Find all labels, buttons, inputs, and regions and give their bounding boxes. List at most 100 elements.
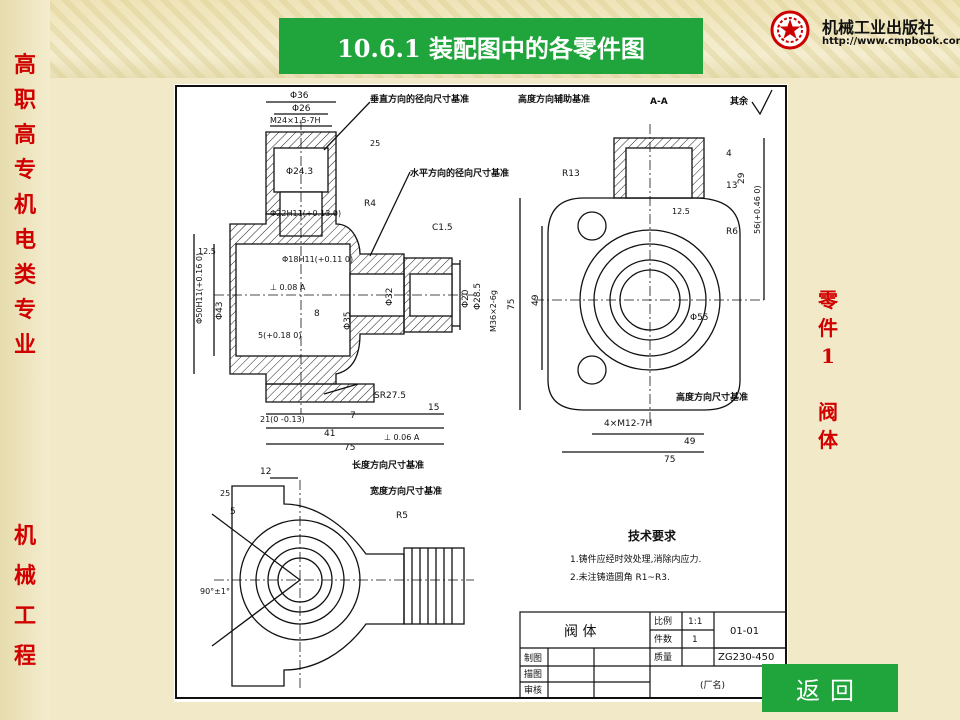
dim-d35: Φ35 — [343, 311, 353, 330]
side-char: 程 — [13, 643, 36, 669]
dim-m12: 4×M12-7H — [604, 419, 652, 429]
title-block-material: ZG230-450 — [718, 652, 774, 663]
side-char: 机 — [13, 192, 36, 218]
drawing-sheet: Φ36 Φ26 M24×1.5-7H Φ24.3 Φ22H11(+0.13 0)… — [174, 84, 788, 702]
callout-horizontal-datum: 水平方向的径向尺寸基准 — [410, 167, 509, 179]
title-block-drawn: 制图 — [524, 652, 542, 664]
dim-49-v: 49 — [531, 294, 541, 306]
callout-vertical-datum: 垂直方向的径向尺寸基准 — [370, 93, 469, 105]
dim-75-v: 75 — [507, 299, 517, 310]
title-block-weight-label: 质量 — [654, 651, 672, 663]
dim-5b: 5 — [230, 507, 236, 517]
tech-requirements: 技术要求 1.铸件应经时效处理,消除内应力. 2.未注铸造圆角 R1~R3. — [570, 528, 701, 583]
dim-5: 5(+0.18 0) — [258, 331, 301, 340]
slide-title: 10.6.1 装配图中的各零件图 — [279, 18, 703, 74]
part-char: 体 — [818, 428, 838, 452]
title-block-labels: 阀 体 比例 1:1 件数 1 质量 01-01 ZG230-450 制图 描图… — [524, 615, 774, 696]
dim-4: 4 — [726, 149, 732, 159]
dim-m36: M36×2-6g — [489, 290, 498, 332]
dim-12: 12 — [260, 467, 271, 477]
tolerance-2: ⊥ 0.06 A — [384, 433, 420, 442]
dim-8: 8 — [314, 309, 320, 319]
section-label-aa: A-A — [650, 97, 668, 107]
side-char: 职 — [13, 87, 36, 113]
dim-75-h: 75 — [664, 455, 675, 465]
side-char: 类 — [13, 262, 36, 288]
side-text-program: 高 职 高 专 机 电 类 专 业 — [8, 48, 42, 363]
publisher-emblem-icon — [770, 10, 810, 50]
dim-d20: Φ20 — [461, 289, 471, 308]
dim-d22: Φ22H11(+0.13 0) — [270, 209, 341, 218]
publisher-name: 机械工业出版社 — [822, 18, 935, 37]
tolerance-1: ⊥ 0.08 A — [270, 283, 306, 292]
title-block-scale-value: 1:1 — [688, 617, 702, 627]
roughness-symbol-icon — [751, 89, 773, 116]
dim-r4: R4 — [364, 199, 376, 209]
tech-item-2: 2.未注铸造圆角 R1~R3. — [570, 571, 670, 583]
side-char: 工 — [13, 603, 36, 629]
title-block-qty-label: 件数 — [654, 633, 672, 645]
side-char: 高 — [13, 52, 36, 78]
dim-49-h: 49 — [684, 437, 696, 447]
dim-r6: R6 — [726, 227, 738, 237]
part-char: 阀 — [818, 400, 838, 424]
dim-m24: M24×1.5-7H — [270, 116, 321, 125]
engineering-drawing: Φ36 Φ26 M24×1.5-7H Φ24.3 Φ22H11(+0.13 0)… — [175, 85, 787, 699]
roughness-125-side: 12.5 — [672, 207, 690, 216]
publisher-url: http://www.cmpbook.com — [822, 36, 960, 47]
dim-d243: Φ24.3 — [286, 167, 313, 177]
side-char: 专 — [13, 157, 36, 183]
dim-7: 7 — [350, 411, 356, 421]
left-band — [0, 0, 50, 720]
title-block-factory: (厂名) — [700, 679, 725, 691]
roughness-125: 12.5 — [198, 247, 216, 256]
callout-length-datum: 长度方向尺寸基准 — [352, 459, 424, 471]
dim-75: 75 — [344, 443, 355, 453]
part-label: 零 件 1 阀 体 — [806, 286, 850, 454]
dim-d26: Φ26 — [292, 104, 311, 114]
dim-d43: Φ43 — [215, 301, 225, 320]
callout-width-datum: 宽度方向尺寸基准 — [369, 485, 442, 497]
dim-sr275: SR27.5 — [374, 391, 406, 401]
dim-13: 13 — [726, 181, 737, 191]
side-char: 械 — [13, 563, 36, 589]
side-char: 机 — [13, 523, 36, 549]
rest-finish-label: 其余 — [730, 95, 749, 107]
dim-c15: C1.5 — [432, 223, 453, 233]
side-text-course: 机 械 工 程 — [8, 516, 42, 676]
top-view — [211, 477, 474, 690]
part-char: 件 — [818, 316, 838, 340]
dim-d50: Φ50H11(+0.16 0) — [195, 253, 204, 324]
datum-callouts: 垂直方向的径向尺寸基准 高度方向辅助基准 水平方向的径向尺寸基准 高度方向尺寸基… — [352, 93, 749, 497]
title-block-part-name: 阀 体 — [564, 624, 596, 640]
side-view-labels: R13 Φ55 4×M12-7H 49 75 75 49 4 13 29 56(… — [507, 149, 762, 465]
top-view-labels: 12 5 R5 90°±1° 25 — [200, 467, 408, 596]
dim-r5: R5 — [396, 511, 408, 521]
dim-41: 41 — [324, 429, 335, 439]
side-char: 电 — [13, 227, 36, 253]
title-block-drawing-no: 01-01 — [730, 626, 759, 637]
title-block-scale-label: 比例 — [654, 615, 672, 627]
title-block-qty-value: 1 — [692, 635, 698, 645]
title-block-checked: 审核 — [524, 684, 542, 696]
side-char: 高 — [13, 122, 36, 148]
dim-d36: Φ36 — [290, 91, 309, 101]
title-block — [519, 611, 787, 699]
side-char: 专 — [13, 297, 36, 323]
roughness-25-top: 25 — [220, 489, 230, 498]
title-block-drafted: 描图 — [524, 668, 542, 680]
dim-15: 15 — [428, 403, 439, 413]
dim-r13: R13 — [562, 169, 580, 179]
dim-56: 56(+0.46 0) — [753, 185, 762, 234]
tech-heading: 技术要求 — [628, 528, 677, 543]
roughness-25: 25 — [370, 139, 380, 148]
side-char: 业 — [13, 332, 36, 358]
dim-29: 29 — [737, 172, 747, 184]
callout-height-aux-datum: 高度方向辅助基准 — [518, 93, 590, 105]
side-view — [519, 124, 765, 453]
back-button[interactable]: 返回 — [762, 664, 898, 712]
part-char: 1 — [821, 344, 835, 368]
part-char: 零 — [818, 288, 838, 312]
publisher-logo: 机械工业出版社 http://www.cmpbook.com — [770, 8, 960, 52]
dim-d32: Φ32 — [385, 287, 395, 306]
